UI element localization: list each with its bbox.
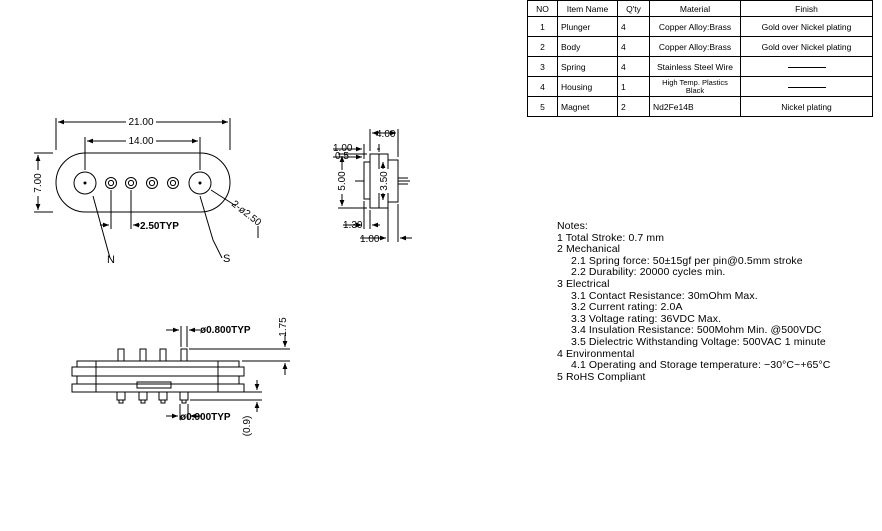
dim-side-d: 1.00 (360, 234, 380, 245)
front-view-labels: ø0.800TYP 1.75 ø0.900TYP (0.9) (180, 317, 289, 436)
bom-material: Nd2Fe14B (649, 96, 741, 117)
note-line: 3.3 Voltage rating: 36VDC Max. (571, 312, 722, 325)
bom-no: 4 (527, 76, 558, 97)
dim-side-width: 4.00 (376, 129, 396, 140)
note-line: 5 RoHS Compliant (557, 370, 646, 383)
dim-side-b: 0.5 (335, 151, 349, 162)
dim-front-stroke: 1.75 (278, 317, 289, 337)
notes-block: Notes: 1 Total Stroke: 0.7 mm 2 Mechanic… (557, 220, 831, 383)
bom-finish: Nickel plating (740, 96, 873, 117)
bom-qty: 4 (617, 36, 650, 57)
pole-n-label: N (107, 254, 115, 266)
bom-name: Housing (557, 76, 618, 97)
bom-qty: 4 (617, 16, 650, 37)
bom-material: Copper Alloy:Brass (649, 36, 741, 57)
bom-material: Copper Alloy:Brass (649, 16, 741, 37)
note-line: 3.2 Current rating: 2.0A (571, 301, 683, 314)
bom-name: Body (557, 36, 618, 57)
housing-outline (55, 152, 231, 213)
bom-header-material: Material (649, 0, 741, 17)
dim-height: 7.00 (33, 173, 44, 193)
dim-magnet-dia: 2-ø2.50 (229, 199, 263, 229)
dim-side-inner: 3.50 (379, 171, 390, 191)
dim-front-top-dia: ø0.800TYP (200, 325, 251, 336)
note-line: 1 Total Stroke: 0.7 mm (557, 231, 665, 244)
bom-header-no: NO (527, 0, 558, 17)
bom-qty: 2 (617, 96, 650, 117)
note-line: 3.4 Insulation Resistance: 500Mohm Min. … (571, 324, 822, 337)
bom-material: High Temp. Plastics Black (649, 76, 741, 97)
table-row: 2 Body 4 Copper Alloy:Brass Gold over Ni… (527, 36, 873, 57)
table-row: 4 Housing 1 High Temp. Plastics Black (527, 76, 873, 97)
bom-name: Magnet (557, 96, 618, 117)
dim-side-height: 5.00 (337, 171, 348, 191)
bom-header-qty: Q'ty (617, 0, 650, 17)
bom-finish: Gold over Nickel plating (740, 16, 873, 37)
bom-header-row: NO Item Name Q'ty Material Finish (527, 0, 873, 17)
bom-qty: 4 (617, 56, 650, 77)
dim-side-c: 1.30 (343, 220, 363, 231)
bom-header-finish: Finish (740, 0, 873, 17)
bom-no: 1 (527, 16, 558, 37)
magnet-n (73, 171, 97, 195)
bom-no: 3 (527, 56, 558, 77)
dim-side-a: 1.00 (333, 143, 353, 154)
magnet-s (188, 171, 212, 195)
bom-finish-none (740, 76, 873, 97)
note-line: 2 Mechanical (557, 243, 621, 256)
bom-qty: 1 (617, 76, 650, 97)
note-line: 4.1 Operating and Storage temperature: −… (571, 359, 831, 372)
bom-header-name: Item Name (557, 0, 618, 17)
bom-no: 2 (527, 36, 558, 57)
table-row: 3 Spring 4 Stainless Steel Wire (527, 56, 873, 77)
pole-s-label: S (223, 253, 230, 265)
table-row: 1 Plunger 4 Copper Alloy:Brass Gold over… (527, 16, 873, 37)
bom-material: Stainless Steel Wire (649, 56, 741, 77)
note-line: 2.1 Spring force: 50±15gf per pin@0.5mm … (571, 254, 803, 267)
bom-table: NO Item Name Q'ty Material Finish 1 Plun… (527, 0, 873, 117)
pin-circles (105, 177, 179, 189)
note-line: 3.5 Dielectric Withstanding Voltage: 500… (571, 335, 826, 348)
note-line: 4 Environmental (557, 347, 635, 360)
table-row: 5 Magnet 2 Nd2Fe14B Nickel plating (527, 96, 873, 117)
bom-name: Plunger (557, 16, 618, 37)
note-line: 3.1 Contact Resistance: 30mOhm Max. (571, 289, 758, 302)
notes-title: Notes: (557, 220, 588, 232)
pins (116, 348, 189, 404)
bom-name: Spring (557, 56, 618, 77)
bom-no: 5 (527, 96, 558, 117)
dim-front-bottom-dia: ø0.900TYP (180, 412, 231, 423)
front-view (71, 326, 290, 420)
note-line: 3 Electrical (557, 277, 610, 290)
note-line: 2.2 Durability: 20000 cycles min. (571, 266, 726, 279)
dim-width: 21.00 (128, 117, 153, 128)
bom-finish: Gold over Nickel plating (740, 36, 873, 57)
bom-finish-none (740, 56, 873, 77)
bom-material-text: High Temp. Plastics Black (662, 77, 728, 95)
side-view-labels: 4.00 1.00 0.5 5.00 3.50 1.30 1.00 (333, 129, 396, 245)
dim-front-bottom-len: (0.9) (242, 416, 253, 437)
dim-pitch: 14.00 (128, 136, 153, 147)
dim-pin-pitch: 2.50TYP (140, 221, 179, 232)
